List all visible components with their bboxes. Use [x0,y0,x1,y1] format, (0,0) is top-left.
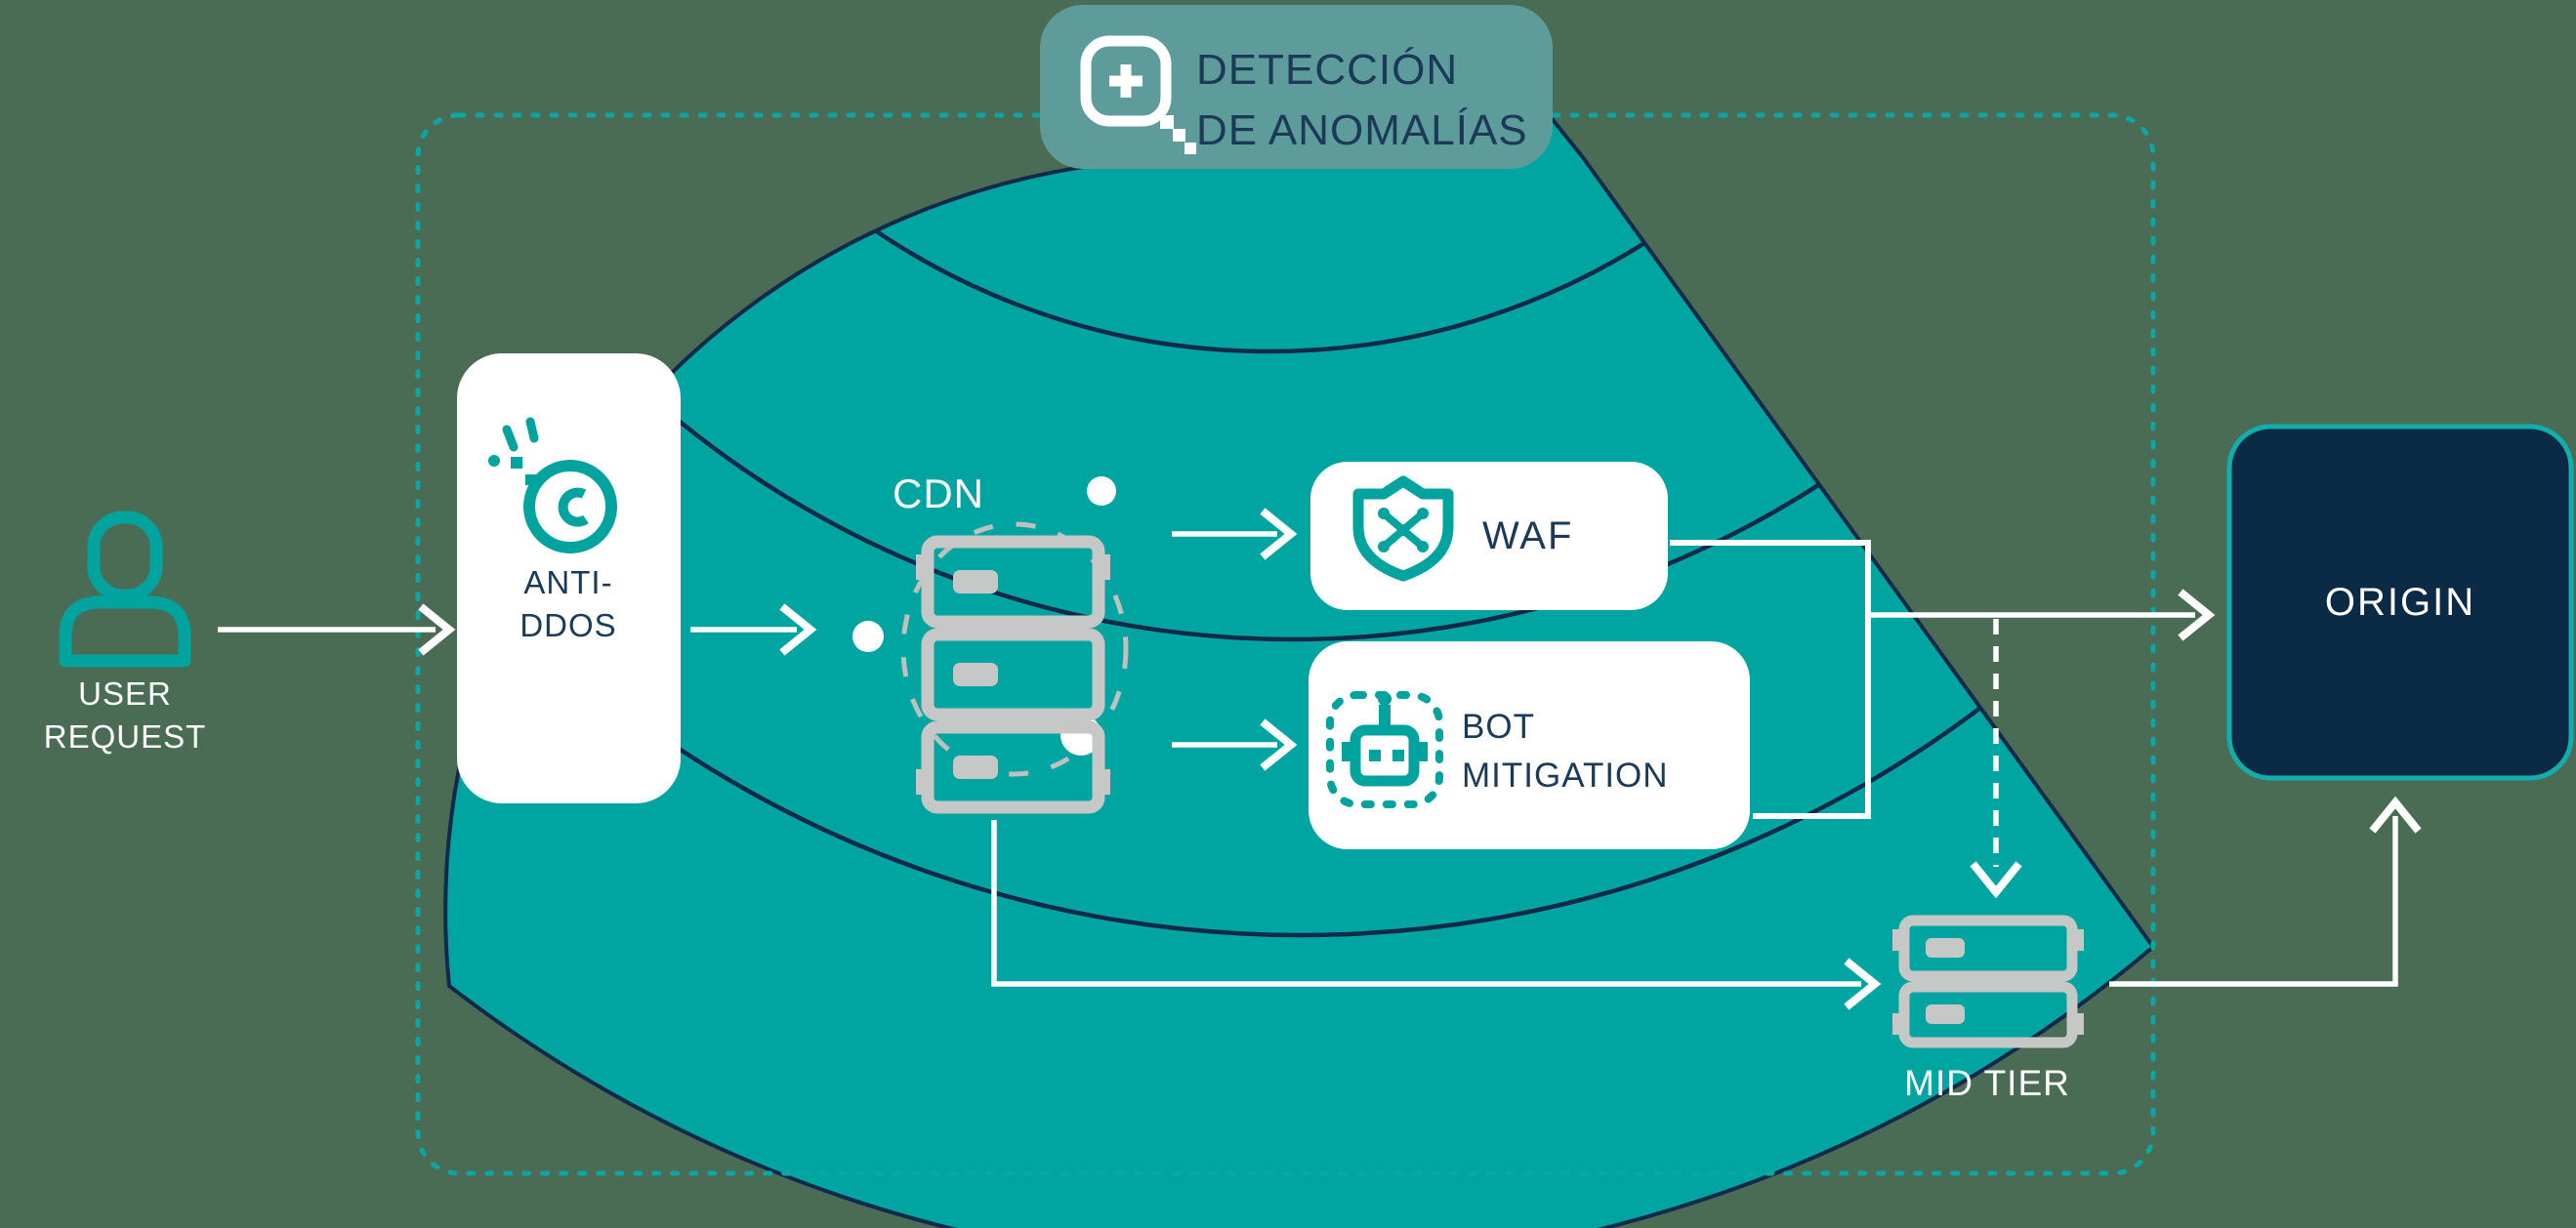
cdn-orbit-dashed-circle [900,521,1129,777]
arrowhead-cdn-to-waf [1260,508,1298,560]
bot-mitigation-label-line1: BOT [1462,708,1535,746]
origin-label: ORIGIN [2325,581,2475,624]
anomaly-detection-fan [443,80,2156,1228]
anti-ddos-label-line1: ANTI- [523,564,612,600]
anti-ddos-label-line2: DDOS [519,607,616,643]
node-user-request: USER REQUEST [44,511,207,755]
origin-card [2226,424,2574,781]
radar-ring-1 [563,83,1975,354]
mid-tier-server-stack-icon [1892,915,2084,1048]
mid-tier-label: MID TIER [1904,1063,2070,1103]
arrow-cdn-to-midtier [991,820,1861,987]
bot-mitigation-card [1309,641,1750,849]
radar-ring-2 [445,83,2153,642]
node-waf: WAF [1310,462,1668,610]
user-request-label-line2: REQUEST [44,718,207,755]
arrowhead-bus-to-origin [2178,589,2216,641]
radar-ring-3 [445,83,2153,938]
arrowhead-cdn-to-bot [1260,718,1298,771]
radar-rings [445,83,2153,938]
banner-label-line1: DETECCIÓN [1196,46,1458,94]
shield-x-icon [1352,475,1454,582]
node-bot-mitigation: BOT MITIGATION [1309,641,1750,849]
user-request-label-line1: USER [78,675,172,712]
meteor-icon [488,417,617,553]
bus-waf-bot-join [1670,540,1871,819]
anomaly-detection-banner: DETECCIÓN DE ANOMALÍAS [1040,5,1553,169]
magnifier-plus-icon [1080,35,1196,154]
cdn-server-stack-icon [916,535,1110,814]
bot-mitigation-label-line2: MITIGATION [1462,757,1669,795]
robot-chip-icon [1326,691,1443,808]
arrowhead-midtier-to-origin [2369,796,2422,834]
node-cdn: CDN [893,471,1110,814]
node-anti-ddos: ANTI- DDOS [457,353,681,803]
arrow-midtier-to-origin [2109,816,2398,987]
protected-zone-dashed-border [415,112,2156,1176]
cdn-label: CDN [893,471,984,516]
banner-label-line2: DE ANOMALÍAS [1196,106,1528,154]
arrowhead-dashed-to-midtier [1970,861,2022,899]
arrowhead-antiddos-to-cdn [779,603,817,656]
waf-label: WAF [1482,514,1573,557]
cdn-node-dot-left [852,621,884,652]
user-icon [59,511,191,668]
arrowhead-cdn-to-midtier [1844,958,1882,1010]
node-mid-tier: MID TIER [1892,915,2084,1103]
cdn-node-dot-top [1087,476,1116,506]
connectors [218,508,2422,1010]
arrowhead-user-to-antiddos [418,603,456,656]
node-origin: ORIGIN [2226,424,2574,781]
